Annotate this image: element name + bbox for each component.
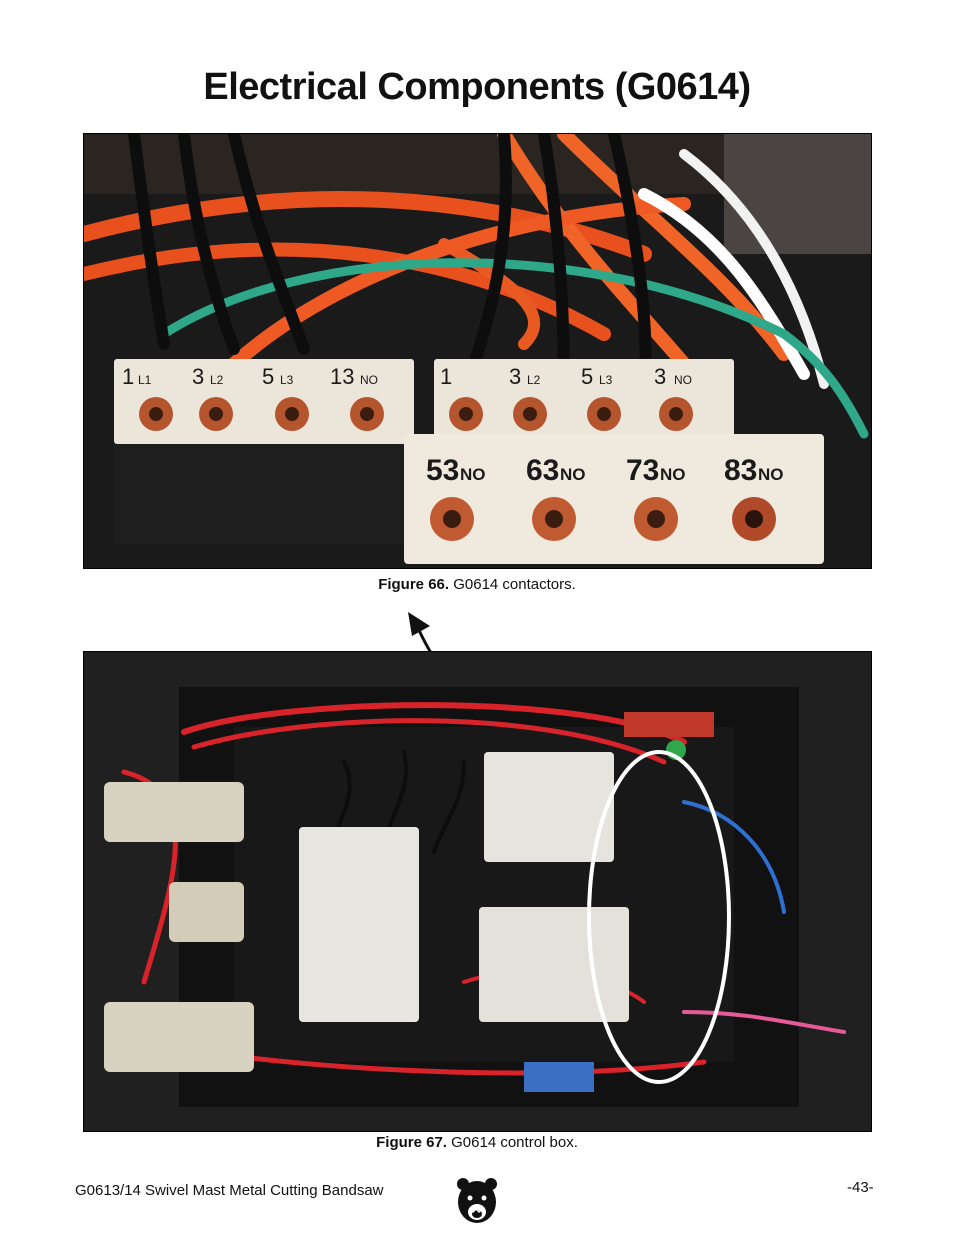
terminal-label: 1: [440, 364, 452, 389]
terminal-label: L3: [599, 373, 613, 387]
footer-manual-title: G0613/14 Swivel Mast Metal Cutting Bands…: [75, 1182, 384, 1199]
terminal-label: L2: [527, 373, 541, 387]
terminal-label: NO: [560, 465, 586, 484]
terminal-label: 83: [724, 454, 757, 487]
terminal-label: 5: [262, 364, 274, 389]
terminal-label: 63: [526, 454, 559, 487]
terminal-label: 3: [654, 364, 666, 389]
terminal-label: 3: [192, 364, 204, 389]
terminal-label: NO: [460, 465, 486, 484]
terminal-label: L2: [210, 373, 224, 387]
figure-label: Figure 66.: [378, 576, 450, 593]
page-number: -43-: [847, 1179, 874, 1196]
terminal-label: 73: [626, 454, 659, 487]
terminal-label: NO: [674, 373, 692, 387]
figure-67-caption: Figure 67. G0614 control box.: [0, 1134, 954, 1151]
terminal-label: 13: [330, 364, 354, 389]
terminal-label: NO: [660, 465, 686, 484]
terminal-label: L1: [138, 373, 152, 387]
terminal-label: 53: [426, 454, 459, 487]
figure-caption-text: G0614 control box.: [451, 1134, 578, 1151]
terminal-label: NO: [360, 373, 378, 387]
terminal-label: 3: [509, 364, 521, 389]
terminal-label: L3: [280, 373, 294, 387]
figure-66-caption: Figure 66. G0614 contactors.: [0, 576, 954, 593]
terminal-label: 1: [122, 364, 134, 389]
figure-label: Figure 67.: [376, 1134, 447, 1151]
terminal-label: 5: [581, 364, 593, 389]
page-title: Electrical Components (G0614): [203, 66, 751, 108]
terminal-label: NO: [758, 465, 784, 484]
figure-caption-text: G0614 contactors.: [453, 576, 576, 593]
control-box-photo: [83, 651, 872, 1132]
grizzly-bear-icon: [457, 1178, 497, 1223]
contactors-photo: 1 L1 3 L2 5 L3 13 NO 1 3 L2 5 L3 3 NO 53…: [83, 133, 872, 569]
